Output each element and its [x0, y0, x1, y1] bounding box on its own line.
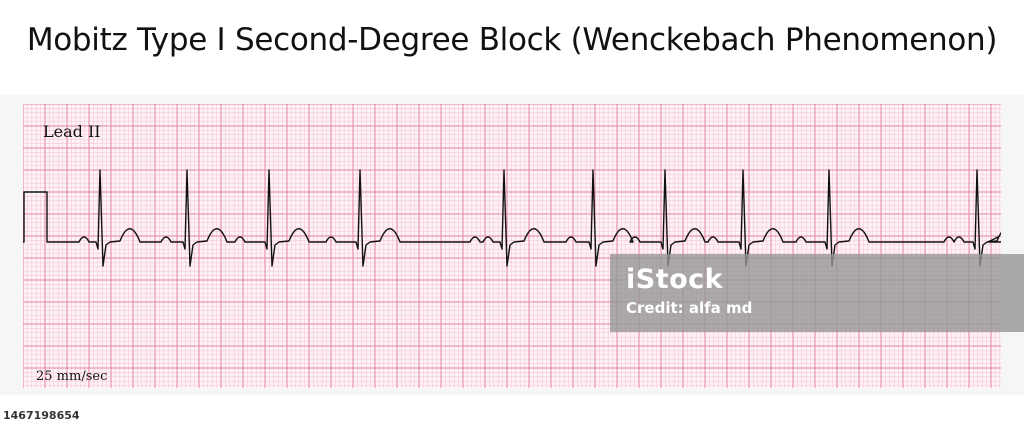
- watermark-credit: Credit: alfa md: [626, 299, 753, 317]
- ecg-trace: [23, 169, 1001, 267]
- image-id: 1467198654: [3, 409, 80, 422]
- paper-speed-label: 25 mm/sec: [36, 369, 108, 384]
- lead-label: Lead II: [43, 122, 101, 141]
- ecg-grid-major: [23, 104, 1001, 388]
- ecg-strip: Lead II 25 mm/sec: [23, 104, 1001, 388]
- stock-watermark: iStock Credit: alfa md: [610, 254, 1024, 332]
- istock-logo: iStock: [626, 264, 724, 295]
- ecg-graph: [23, 104, 1001, 388]
- ecg-grid-minor: [23, 104, 1001, 388]
- page-title: Mobitz Type I Second-Degree Block (Wenck…: [26, 22, 998, 58]
